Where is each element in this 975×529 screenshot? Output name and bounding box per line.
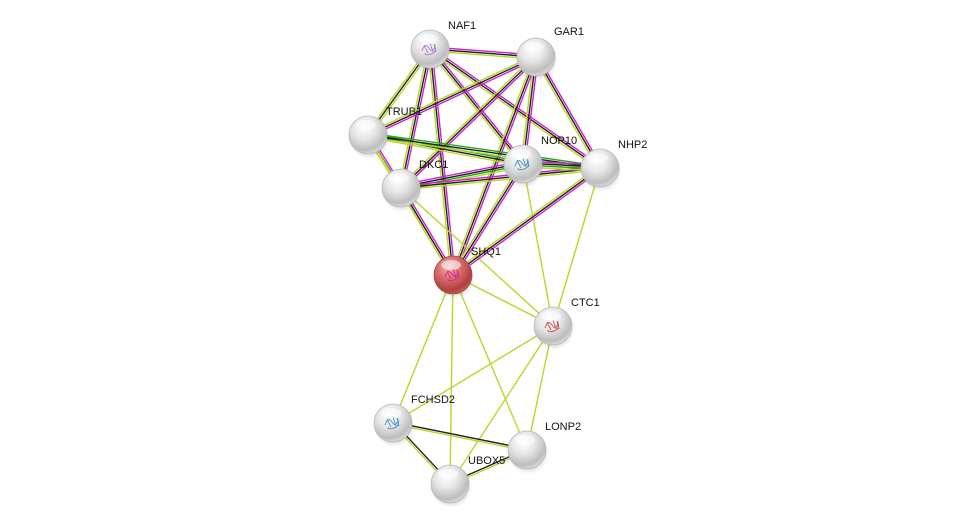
node-label: LONP2 [545,421,581,433]
node-highlight [541,311,561,321]
node-highlight [418,34,438,44]
node-highlight [441,260,461,270]
edge-line-textmining [399,55,536,188]
node-fchsd2[interactable]: FCHSD2 [373,394,455,447]
edge-line-textmining [392,423,527,452]
edge-line-textmining [522,163,554,327]
node-label: SHQ1 [471,246,501,258]
edge-shq1-ubox5[interactable] [449,274,454,485]
edge-line-textmining [366,54,536,134]
edge-line-textmining [449,274,454,485]
edge-gar1-dkc1[interactable] [399,55,538,190]
edge-shq1-lonp2[interactable] [452,274,528,451]
protein-structure-icon [421,42,437,56]
node-label: NOP10 [541,135,577,147]
edge-line-experiment [453,169,602,278]
node-ctc1[interactable]: CTC1 [533,297,600,350]
node-lonp2[interactable]: LONP2 [507,421,581,474]
edge-nhp2-shq1[interactable] [451,165,602,278]
edge-line-textmining [451,165,600,274]
node-highlight [389,173,409,183]
edge-line-database [367,56,537,136]
edge-ctc1-fchsd2[interactable] [392,325,554,424]
edge-line-experiment [401,57,538,190]
protein-structure-icon [444,268,460,282]
node-highlight [524,42,544,52]
node-highlight [515,435,535,445]
edge-line-textmining [401,169,601,191]
edge-line-experiment [431,48,456,275]
edge-line-textmining [367,136,523,167]
node-nhp2[interactable]: NHP2 [580,139,647,192]
edge-line-experiment [430,46,602,167]
edge-gar1-trub1[interactable] [366,54,538,138]
node-dkc1[interactable]: DKC1 [381,159,448,212]
edge-line-database [429,48,524,165]
edge-line-database [400,167,601,189]
edge-line-textmining [427,49,452,276]
node-gar1[interactable]: GAR1 [516,26,584,81]
edge-line-database [429,48,454,276]
edge-line-neighborhood [368,132,601,167]
protein-structure-icon [514,157,530,171]
node-ubox5[interactable]: UBOX5 [430,455,505,508]
node-highlight [356,120,376,130]
node-highlight [511,149,531,159]
edge-line-experiment [400,160,523,186]
node-label: FCHSD2 [411,394,455,406]
edge-line-textmining [552,167,601,327]
node-shq1[interactable]: SHQ1 [433,246,501,299]
node-highlight [381,408,401,418]
node-highlight [588,153,608,163]
edge-line-textmining [398,48,429,188]
node-label: NAF1 [448,20,476,32]
node-label: GAR1 [554,26,584,38]
edge-line-textmining [392,274,454,424]
edge-line-textmining [427,49,522,166]
node-label: CTC1 [571,297,600,309]
edge-line-textmining [449,325,554,485]
node-nop10[interactable]: NOP10 [503,135,577,188]
edge-ctc1-ubox5[interactable] [449,325,554,485]
node-trub1[interactable]: TRUB1 [348,106,422,159]
edge-line-textmining [450,56,535,275]
edge-shq1-fchsd2[interactable] [392,274,454,424]
edge-nop10-ctc1[interactable] [522,163,554,327]
node-highlight [438,469,458,479]
edge-line-database [393,421,528,450]
edge-fchsd2-lonp2[interactable] [392,421,528,452]
edge-naf1-nop10[interactable] [427,47,526,166]
edge-naf1-shq1[interactable] [427,48,456,276]
edge-line-textmining [452,274,528,451]
node-naf1[interactable]: NAF1 [410,20,476,73]
node-label: UBOX5 [468,455,505,467]
protein-structure-icon [544,319,560,333]
edge-line-database [367,134,524,165]
node-label: DKC1 [419,159,448,171]
node-label: TRUB1 [386,106,422,118]
protein-structure-icon [384,416,400,430]
edge-line-experiment [368,58,538,138]
edge-line-database [452,167,601,276]
node-label: NHP2 [618,139,647,151]
edge-nhp2-ctc1[interactable] [552,167,601,327]
edge-line-experiment [431,47,526,164]
edge-line-database [400,56,537,189]
edge-line-textmining [392,325,554,424]
